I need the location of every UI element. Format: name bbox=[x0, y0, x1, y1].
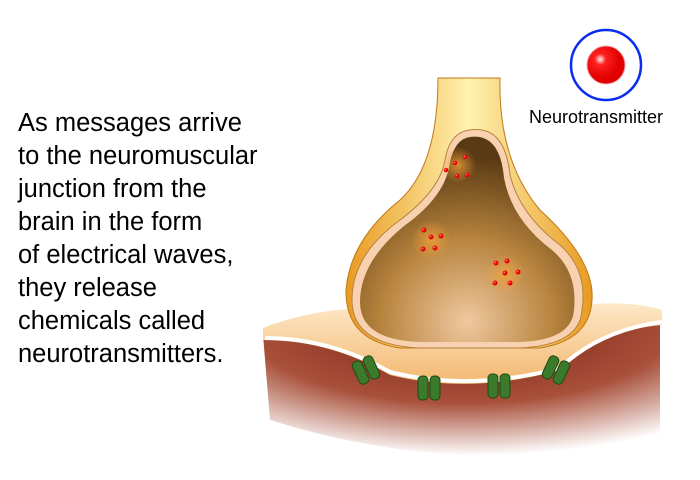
caption-line: brain in the form bbox=[18, 208, 203, 236]
caption-line: junction from the bbox=[18, 175, 207, 203]
legend-label: Neurotransmitter bbox=[529, 107, 664, 127]
receptor bbox=[487, 373, 511, 399]
caption-line: to the neuromuscular bbox=[18, 142, 258, 170]
caption-line: neurotransmitters. bbox=[18, 340, 224, 368]
receptor bbox=[351, 355, 381, 385]
caption-line: As messages arrive bbox=[18, 109, 242, 137]
synaptic-vesicle bbox=[440, 147, 476, 183]
caption: As messages arrive to the neuromuscular … bbox=[18, 107, 298, 371]
caption-line: of electrical waves, bbox=[18, 241, 234, 269]
synaptic-vesicle bbox=[485, 254, 525, 294]
neurotransmitter-dot-icon bbox=[569, 28, 643, 102]
caption-line: chemicals called bbox=[18, 307, 206, 335]
caption-line: they release bbox=[18, 274, 157, 302]
synaptic-vesicle bbox=[411, 220, 451, 260]
receptor bbox=[417, 375, 441, 401]
terminal-interior bbox=[360, 136, 575, 342]
receptor bbox=[541, 355, 571, 385]
